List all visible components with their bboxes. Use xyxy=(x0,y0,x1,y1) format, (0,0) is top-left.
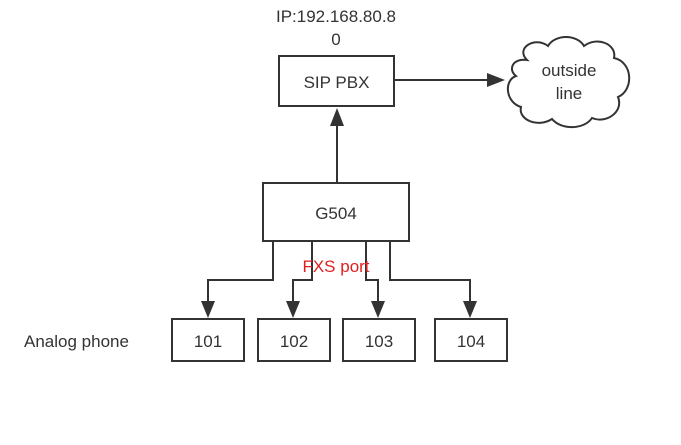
phone-104-wire xyxy=(389,241,477,318)
gateway-to-pbx-arrow xyxy=(330,108,344,183)
g504-label: G504 xyxy=(315,204,357,223)
phone-104-label: 104 xyxy=(457,332,485,351)
pbx-to-cloud-arrow xyxy=(394,73,505,87)
cloud-shape xyxy=(507,36,631,129)
outside-line-cloud: outside line xyxy=(507,36,631,129)
phone-101-node: 101 xyxy=(171,318,245,362)
phone-101-label: 101 xyxy=(194,332,222,351)
phone-102-node: 102 xyxy=(257,318,331,362)
phone-103-wire xyxy=(365,241,385,318)
cloud-label-line1: outside xyxy=(542,61,597,80)
g504-gateway-node: G504 xyxy=(262,182,410,242)
phone-102-label: 102 xyxy=(280,332,308,351)
phone-103-label: 103 xyxy=(365,332,393,351)
cloud-label-line2: line xyxy=(556,84,582,103)
phone-103-node: 103 xyxy=(342,318,416,362)
phone-104-node: 104 xyxy=(434,318,508,362)
ip-address-line2: 0 xyxy=(331,30,340,49)
phone-101-wire xyxy=(201,241,274,318)
phone-102-wire xyxy=(286,241,313,318)
sip-pbx-node: SIP PBX xyxy=(278,55,395,107)
sip-pbx-label: SIP PBX xyxy=(304,73,370,92)
analog-phone-label: Analog phone xyxy=(24,332,129,351)
fxs-port-label: FXS port xyxy=(302,257,369,276)
ip-address-line1: IP:192.168.80.8 xyxy=(276,7,396,26)
